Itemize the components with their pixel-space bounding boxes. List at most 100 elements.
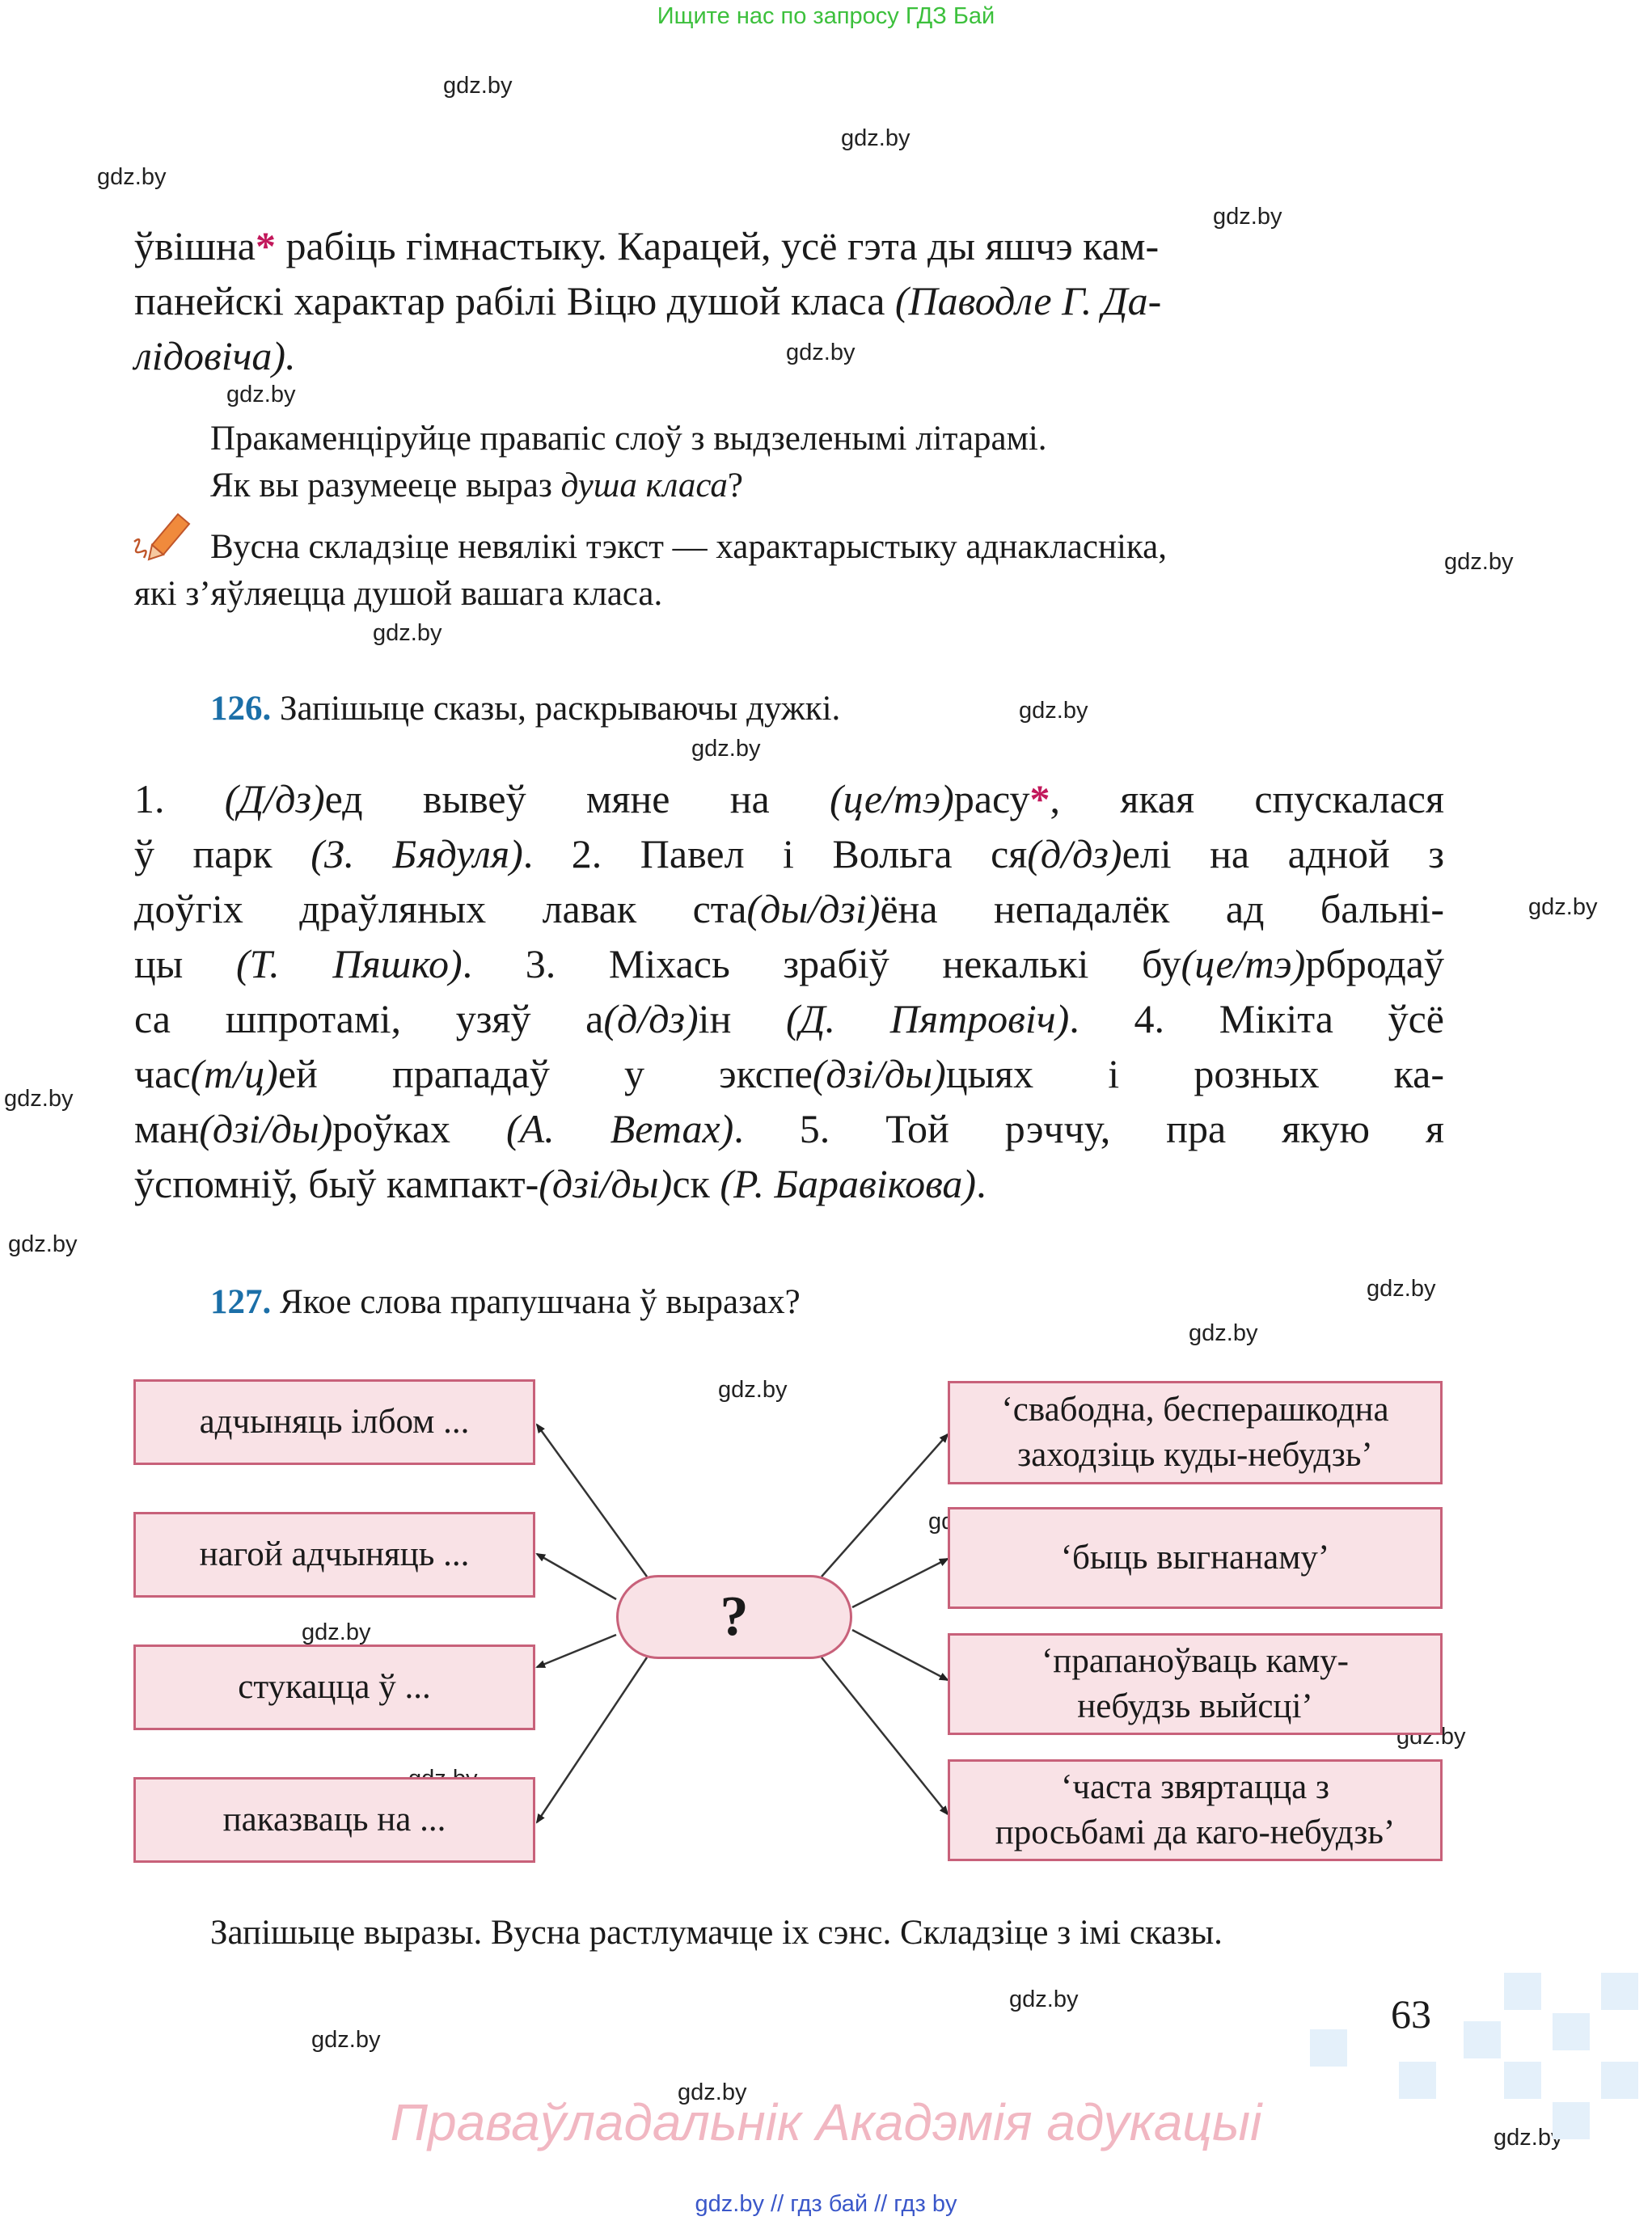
arrow — [535, 1657, 649, 1824]
italic-fragment: (дзі/ды) — [539, 1161, 673, 1206]
meaning-line: ‘часта звяртацца з — [1061, 1768, 1329, 1806]
idiom-box: нагой адчыняць ... — [133, 1512, 535, 1598]
exercise-number: 127. — [210, 1283, 272, 1321]
italic-fragment: (Т. Пяшко) — [235, 941, 463, 986]
text-span: рбродаў — [1305, 941, 1444, 986]
watermark: gdz.by — [1019, 698, 1088, 724]
meaning-line: ‘быць выгнанаму’ — [1060, 1539, 1330, 1577]
italic-fragment: (д/дз) — [1027, 831, 1122, 876]
page-number: 63 — [1391, 1991, 1431, 2037]
text-span: . 2. Павел і Вольга ся — [522, 831, 1028, 876]
arrow — [535, 1423, 649, 1577]
pencil-icon — [133, 513, 191, 561]
meaning-line: ‘прапаноўваць каму- — [1041, 1642, 1349, 1680]
exercise-line: ўспомніў, быў кампакт-(дзі/ды)ск (Р. Бар… — [134, 1156, 1444, 1211]
text-span: ей прападаў у экспе — [277, 1051, 813, 1096]
idiom-box: стукацца ў ... — [133, 1644, 535, 1730]
watermark: gdz.by — [311, 2027, 381, 2053]
italic-fragment: (це/тэ) — [1181, 941, 1306, 986]
watermark: gdz.by — [97, 164, 167, 190]
copyright-notice: Праваўладальнік Акадэмія адукацыі — [390, 2093, 1262, 2151]
idiom-box: адчыняць ілбом ... — [133, 1379, 535, 1465]
meaning-box: ‘свабодна, бесперашкодна заходзіць куды-… — [948, 1381, 1443, 1484]
exercise-line: час(т/ц)ей прападаў у экспе(дзі/ды)цыях … — [134, 1046, 1444, 1101]
exercise-line: цы (Т. Пяшко). 3. Міхась зрабіў некалькі… — [134, 936, 1444, 991]
watermark: gdz.by — [1189, 1320, 1258, 1346]
meaning-box: ‘часта звяртацца з просьбамі да каго-неб… — [948, 1759, 1443, 1861]
watermark: gdz.by — [1367, 1276, 1436, 1302]
italic-fragment: (д/дз) — [603, 996, 699, 1041]
text-span: . 3. Міхась зрабіў некалькі бу — [462, 941, 1181, 986]
text-span: ман — [134, 1106, 200, 1151]
text-span: роўках — [332, 1106, 506, 1151]
italic-fragment: (Р. Баравікова) — [720, 1161, 977, 1206]
top-banner: Ищите нас по запросу ГДЗ Бай — [657, 3, 995, 29]
watermark: gdz.by — [1494, 2125, 1563, 2151]
source-citation: (Паводле Г. Да- — [894, 278, 1162, 323]
italic-fragment: (А. Ветах) — [506, 1106, 734, 1151]
italic-fragment: (Д/дз) — [224, 776, 325, 821]
text-span: . 5. Той рэччу, пра якую я — [733, 1106, 1444, 1151]
italic-fragment: (ды/дзі) — [746, 886, 881, 931]
italic-fragment: (т/ц) — [190, 1051, 278, 1096]
intro-line: лідовіча). — [134, 333, 296, 378]
arrow — [851, 1557, 949, 1609]
exercise-127-heading: 127. Якое слова прапушчана ў выразах? — [210, 1279, 801, 1326]
watermark: gdz.by — [718, 1377, 788, 1403]
meaning-box: ‘быць выгнанаму’ — [948, 1507, 1443, 1609]
exercise-126-text: 1. (Д/дз)ед вывеў мяне на (це/тэ) расу*, … — [134, 771, 1444, 1211]
exercise-line: ман(дзі/ды)роўках (А. Ветах). 5. Той рэч… — [134, 1101, 1444, 1156]
text-span: . 4. Мікіта ўсё — [1069, 996, 1444, 1041]
text-span: . — [976, 1161, 987, 1206]
idiom-text: душа класа — [560, 467, 728, 505]
text-span: час — [134, 1051, 191, 1096]
arrow — [821, 1657, 949, 1816]
watermark: gdz.by — [4, 1086, 74, 1112]
exercise-line: ў парк (З. Бядуля). 2. Павел і Вольга ся… — [134, 826, 1444, 881]
meaning-line: небудзь выйсці’ — [1077, 1687, 1313, 1725]
watermark: gdz.by — [443, 73, 513, 99]
text-span: , якая спускалася — [1050, 776, 1444, 821]
italic-fragment: (дзі/ды) — [199, 1106, 333, 1151]
italic-fragment: (Д. Пятровіч) — [786, 996, 1070, 1041]
watermark: gdz.by — [8, 1231, 78, 1257]
exercise-instruction: Запішыце сказы, раскрываючы дужкі. — [271, 690, 841, 728]
missing-word-bubble: ? — [616, 1575, 852, 1659]
text-span: елі на адной з — [1122, 831, 1444, 876]
text-span: са шпротамі, узяў а — [134, 996, 604, 1041]
italic-fragment: (З. Бядуля) — [311, 831, 523, 876]
text-span: панейскі характар рабілі Віцю душой клас… — [134, 278, 895, 323]
text-span: рабіць гімнастыку. Карацей, усё гэта ды … — [275, 223, 1160, 268]
watermark: gdz.by — [678, 2079, 747, 2105]
text-span: расу — [953, 776, 1030, 821]
meaning-line: ‘свабодна, бесперашкодна — [1001, 1391, 1389, 1429]
text-span: ёна непадалёк ад бальні- — [880, 886, 1444, 931]
watermark: gdz.by — [786, 340, 856, 365]
text-span: ? — [727, 467, 743, 505]
meaning-line: просьбамі да каго-небудзь’ — [995, 1813, 1396, 1851]
text-span: ед вывеў мяне на — [324, 776, 830, 821]
watermark: gdz.by — [1528, 894, 1598, 920]
intro-paragraph: ўвішна* рабіць гімнастыку. Карацей, усё … — [134, 218, 1444, 383]
watermark: gdz.by — [373, 620, 442, 646]
arrow — [535, 1633, 617, 1669]
text-span: цыях і розных ка- — [945, 1051, 1444, 1096]
arrow — [851, 1628, 949, 1682]
text-span: Як вы разумееце выраз — [210, 467, 561, 505]
final-task: Запішыце выразы. Вусна растлумачце іх сэ… — [210, 1914, 1223, 1952]
watermark: gdz.by — [226, 382, 296, 407]
meaning-box: ‘прапаноўваць каму- небудзь выйсці’ — [948, 1633, 1443, 1735]
text-span: ін — [698, 996, 787, 1041]
watermark: gdz.by — [302, 1619, 371, 1645]
task-comment: Пракаменціруйце правапіс слоў з выдзелен… — [210, 420, 1047, 458]
asterisk-mark: * — [1029, 776, 1050, 821]
text-span: ўспомніў, быў кампакт- — [134, 1161, 539, 1206]
text-span: ск — [672, 1161, 720, 1206]
idiom-box: паказваць на ... — [133, 1777, 535, 1863]
exercise-line: 1. (Д/дз)ед вывеў мяне на (це/тэ)расу*, … — [134, 771, 1444, 826]
watermark: gdz.by — [1009, 1986, 1079, 2012]
text-span: 1. — [134, 776, 225, 821]
footer-links: gdz.by // гдз бай // гдз by — [695, 2191, 957, 2217]
text-span: ўвішна — [134, 223, 256, 268]
intro-line: ўвішна* рабіць гімнастыку. Карацей, усё … — [134, 218, 1444, 273]
